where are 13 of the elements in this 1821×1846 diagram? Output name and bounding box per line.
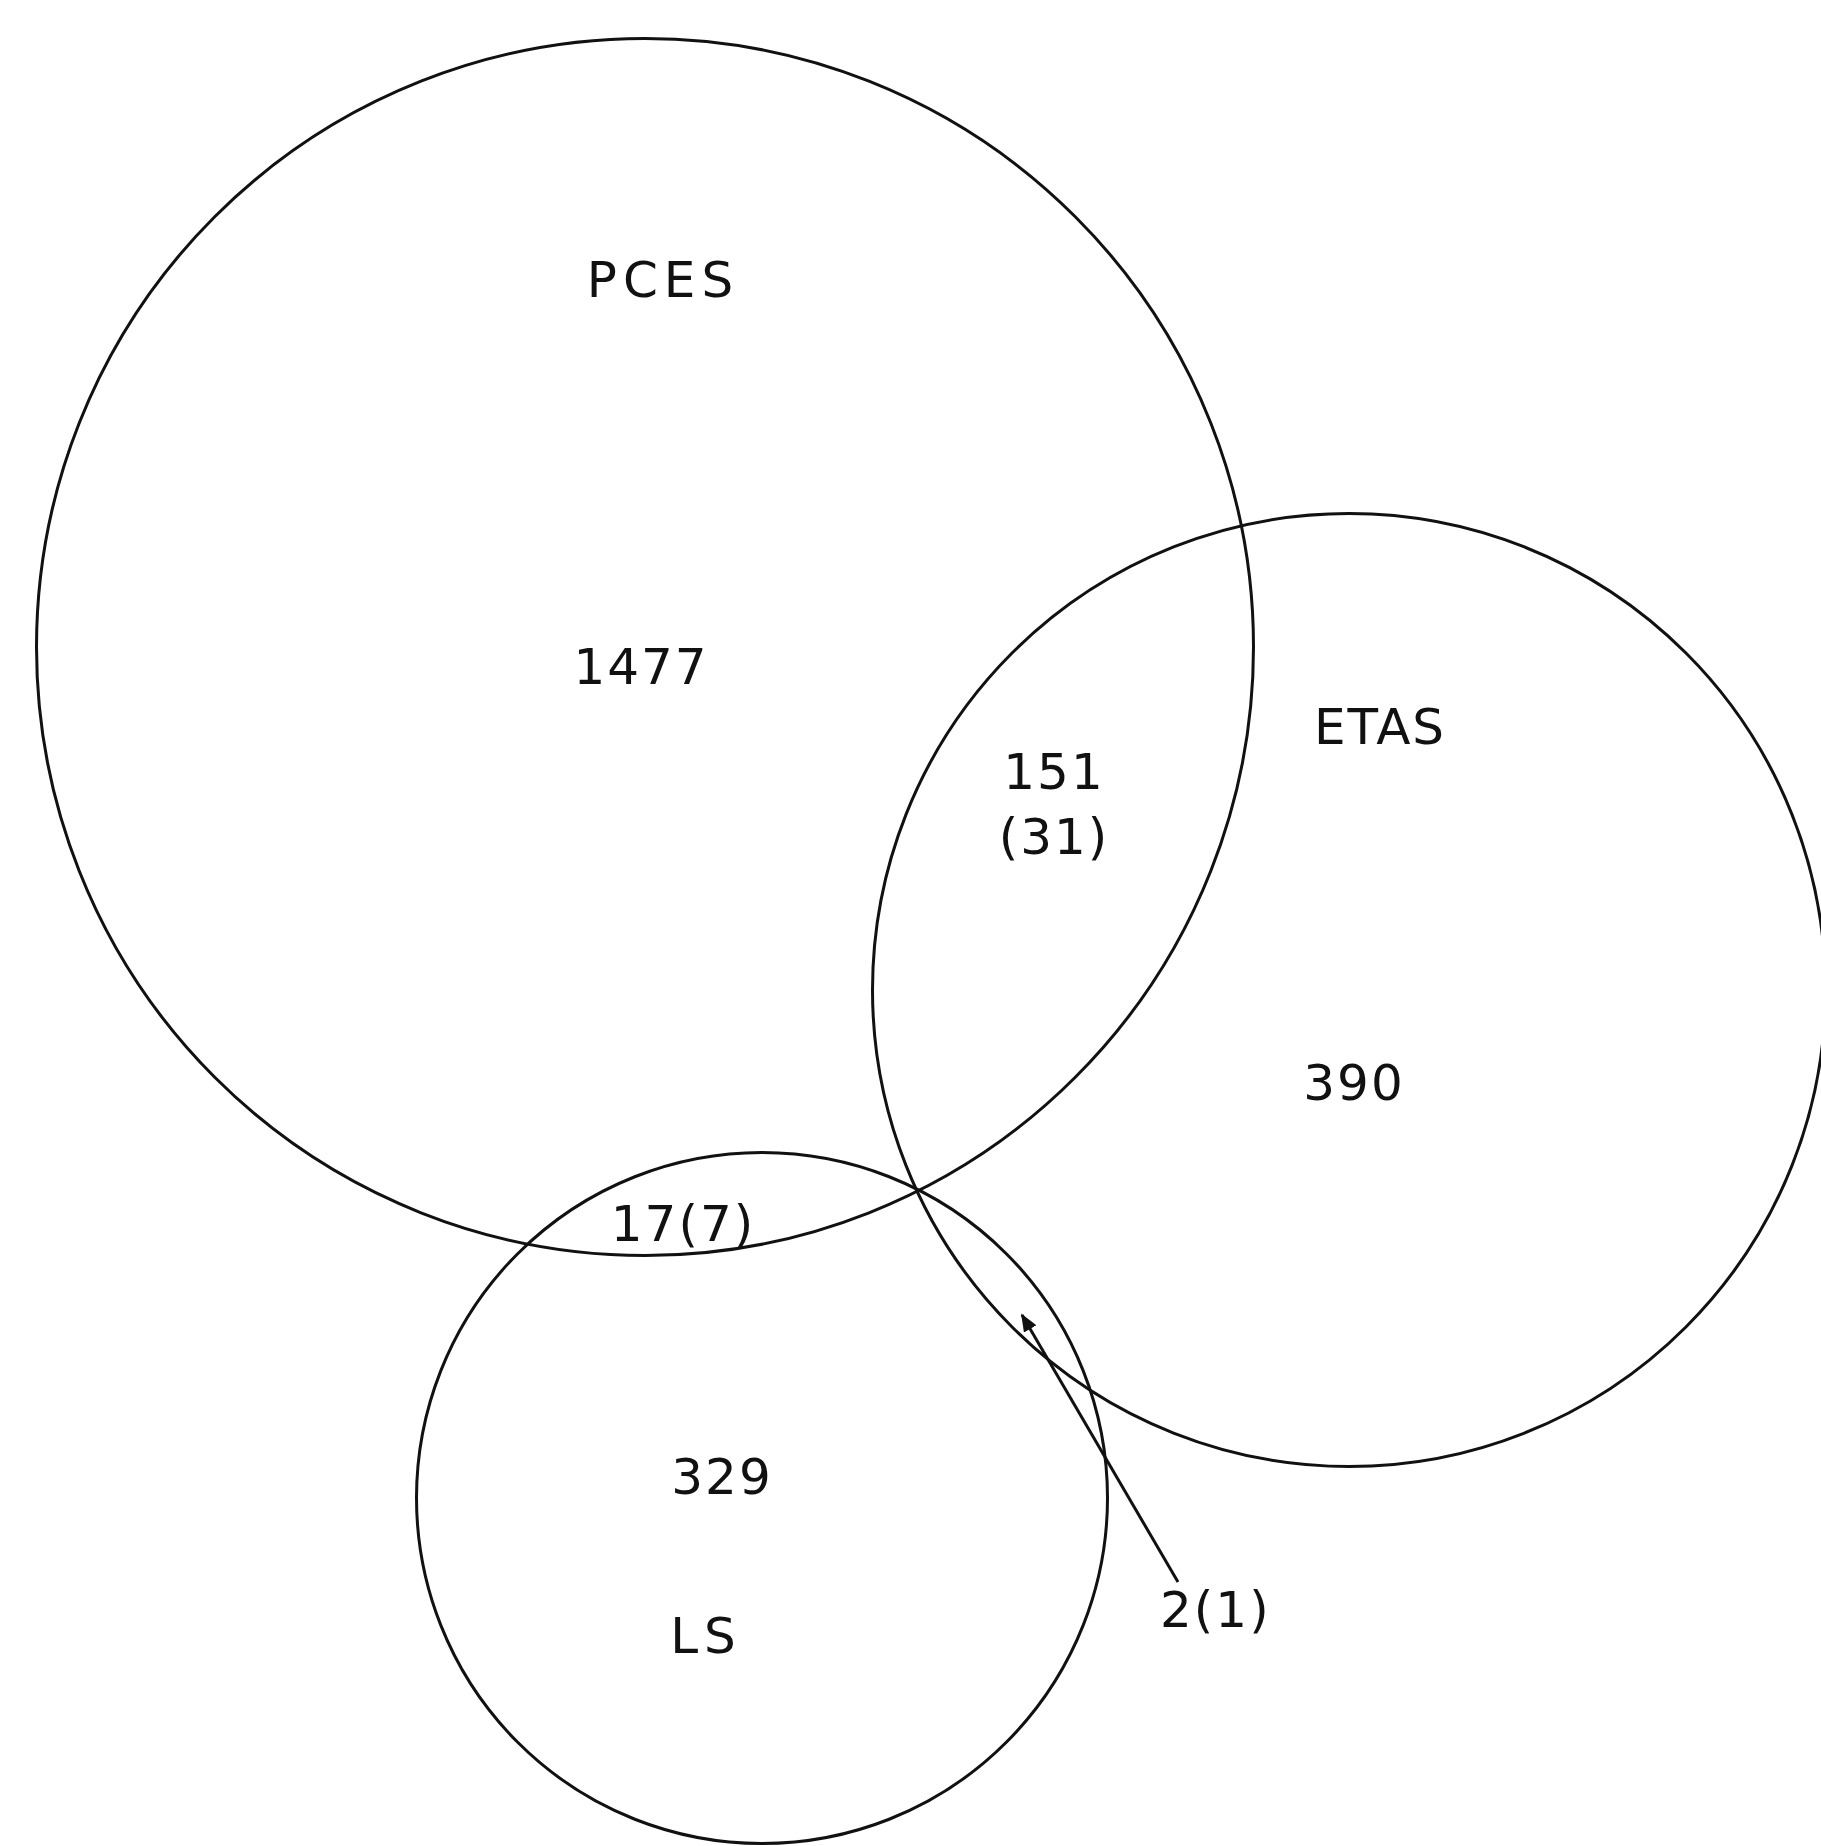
set-circle (415, 1151, 1109, 1845)
count-label: 329 (671, 1446, 773, 1508)
set-circle (871, 512, 1821, 1468)
leader-line (1020, 1313, 1180, 1583)
count-label: 390 (1303, 1052, 1405, 1114)
set-label: ETAS (1313, 696, 1447, 758)
count-label: 1477 (573, 636, 709, 698)
count-label: 151 (31) (997, 742, 1111, 868)
set-circle (35, 37, 1255, 1257)
count-label: 2(1) (1160, 1580, 1271, 1640)
set-label: LS (670, 1605, 742, 1667)
count-label: 17(7) (610, 1193, 756, 1255)
set-label: PCES (586, 249, 740, 311)
